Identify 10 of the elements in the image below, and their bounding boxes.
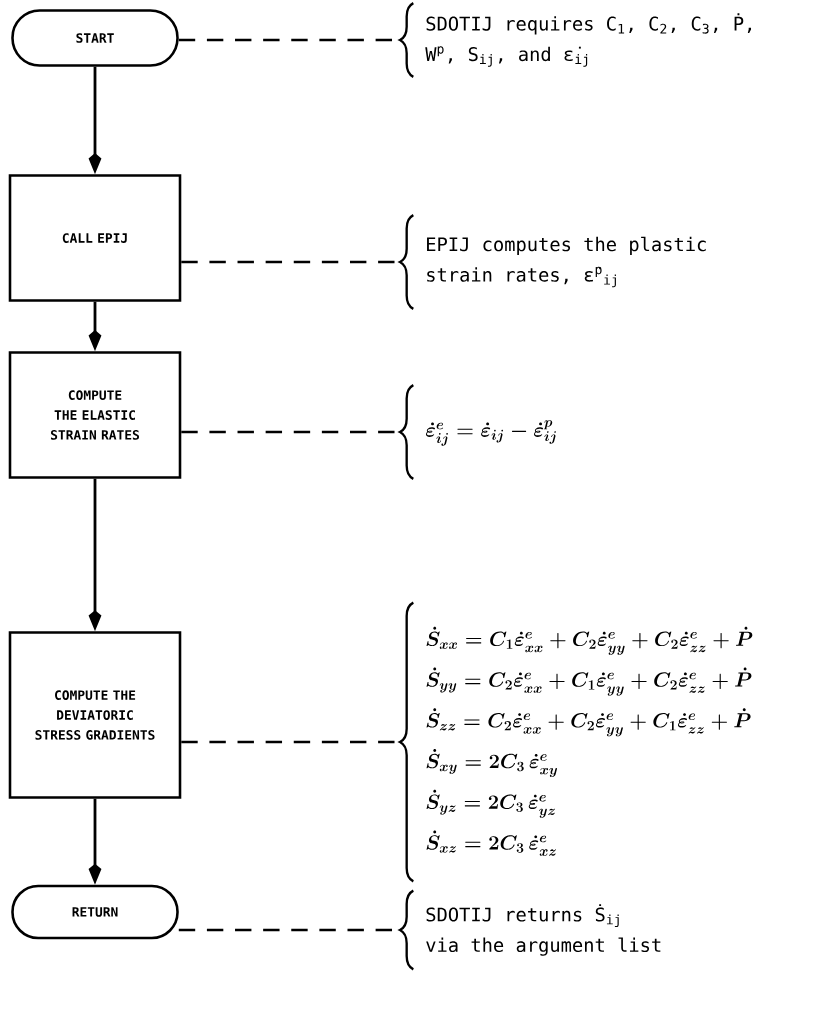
terminal-box: START [11, 9, 179, 67]
process-box: CALL EPIJ [8, 174, 182, 302]
process-box: COMPUTE THE ELASTIC STRAIN RATES [8, 351, 182, 479]
process-box: COMPUTE THE DEVIATORIC STRESS GRADIENTS [8, 631, 182, 799]
terminal-box: RETURN [11, 884, 179, 940]
annotation: $\dot{\varepsilon}^{e}_{ij} = \dot{\varepsilon}_{ij} - \dot{\varepsilon}^{p}_{ij}$ [398, 384, 556, 480]
annotation: $\dot{S}_{xx} = C_{1}\dot{\varepsilon}^{e}_{xx} + C_{2}\dot{\varepsilon}^{e}_{yy} + C_{2}\dot{\varepsilon}^{e}_{zz} + \dot{P}$ $\dot{S}_{yy} = C_{2}\dot{\varepsilon}^{e}_{xx} + C_{1}\dot{\varepsilon}^{e}_{yy} + C_{2}\dot{\varepsilon}^{e}_{zz} + \dot{P}$ $\dot{S}_{zz} = C_{2}\dot{\varepsilon}^{e}_{xx} + C_{2}\dot{\varepsilon}^{e}_{yy} + C_{1}\dot{\varepsilon}^{e}_{zz} + \dot{P}$ $\dot{S}_{xy} = 2C_{3}\,\dot{\varepsilon}^{e}_{xy}$ $\dot{S}_{yz} = 2C_{3}\,\dot{\varepsilon}^{e}_{yz}$ $\dot{S}_{xz} = 2C_{3}\,\dot{\varepsilon}^{e}_{xz}$ [398, 601, 753, 883]
annotation: SDOTIJ requires C$_{1}$, C$_{2}$, C$_{3}$, Ṗ, W$^{p}$, S$_{ij}$, and ε̇$_{ij}$ [398, 2, 751, 78]
annotation: SDOTIJ returns Ṡ$_{ij}$ via the argument list [398, 889, 661, 971]
annotation: EPIJ computes the plastic strain rates, ε̇$^{p}$ij [398, 214, 706, 310]
